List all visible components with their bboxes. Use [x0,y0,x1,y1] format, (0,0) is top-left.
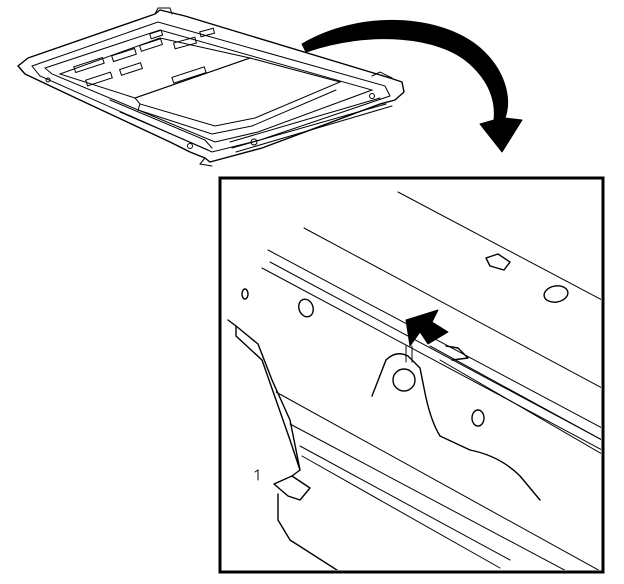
hinge-bracket [371,345,541,501]
pointer-arrow-icon [405,309,449,347]
sunroof-frame-assembly [17,7,405,167]
lower-panel [227,319,600,570]
detail-inset [218,176,605,574]
roof-panel-lines [261,191,601,454]
curved-arrow-icon [301,19,523,153]
mounting-holes [241,253,569,427]
frame-cutouts [73,27,216,87]
